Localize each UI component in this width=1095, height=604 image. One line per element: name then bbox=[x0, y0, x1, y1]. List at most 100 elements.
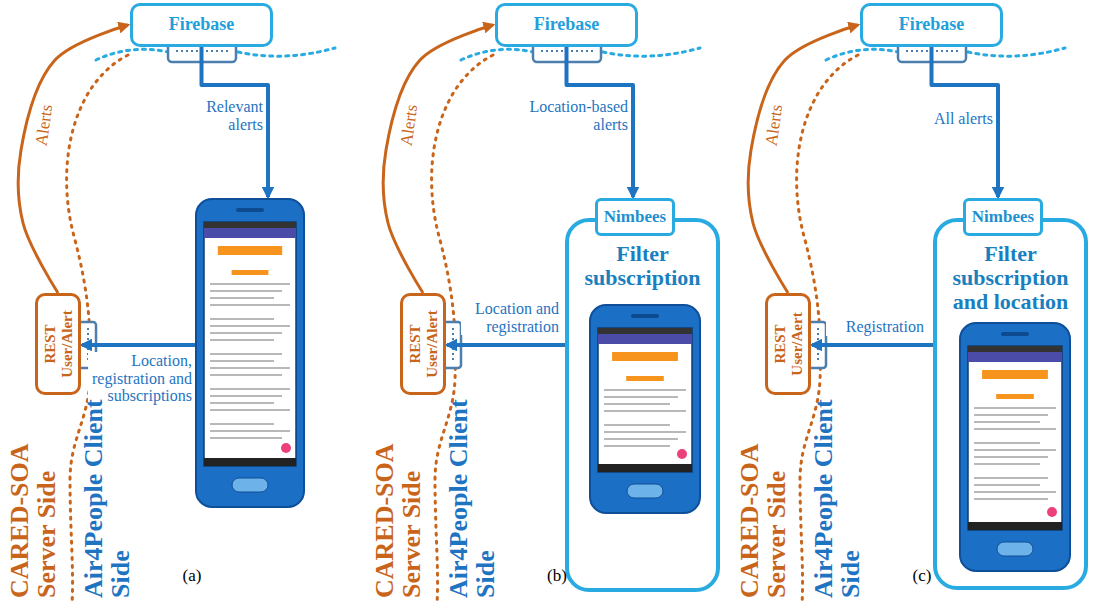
phone-screen bbox=[968, 346, 1062, 530]
data-flow-arrow bbox=[812, 343, 933, 347]
server-side-label: CARED-SOA Server Side bbox=[6, 392, 61, 598]
text-line bbox=[210, 283, 290, 285]
text-line bbox=[210, 374, 282, 376]
alert-banner bbox=[612, 352, 678, 361]
text-line bbox=[210, 353, 282, 355]
text-line bbox=[604, 438, 678, 440]
client-side-label: Air4People Client Side bbox=[810, 392, 865, 598]
text-line bbox=[210, 430, 290, 432]
cloud-boundary bbox=[968, 48, 1065, 56]
cloud-boundary bbox=[96, 49, 168, 60]
text-line bbox=[210, 437, 282, 439]
text-line bbox=[604, 431, 686, 433]
client-container-box: NimbeesFilter subscription and location bbox=[933, 218, 1088, 590]
home-button bbox=[232, 478, 268, 492]
text-line bbox=[210, 367, 290, 369]
phone-device bbox=[589, 304, 701, 514]
phone-device bbox=[959, 322, 1071, 572]
flow-label: All alerts bbox=[915, 110, 995, 128]
action-button bbox=[1047, 507, 1057, 517]
action-button bbox=[677, 449, 687, 459]
text-line bbox=[210, 304, 290, 306]
client-side-label: Air4People Client Side bbox=[80, 392, 135, 598]
node-label: Filter subscription and location bbox=[937, 242, 1084, 315]
text-line bbox=[974, 449, 1056, 451]
text-line bbox=[974, 456, 1048, 458]
nav-bar bbox=[204, 458, 296, 466]
text-line bbox=[974, 414, 1048, 416]
cloud-boundary bbox=[238, 48, 335, 56]
node-label: Filter subscription bbox=[569, 242, 716, 290]
cloud-boundary bbox=[603, 48, 700, 56]
phone-speaker bbox=[236, 208, 264, 212]
alert-banner bbox=[626, 376, 664, 381]
node-label: REST User/Alert bbox=[407, 298, 440, 390]
node-label: REST User/Aert bbox=[772, 298, 805, 390]
phone-drawing bbox=[589, 304, 701, 514]
client-container-box: NimbeesFilter subscription bbox=[565, 218, 720, 592]
app-bar bbox=[204, 228, 296, 238]
phone-drawing bbox=[959, 322, 1071, 572]
phone-screen bbox=[598, 328, 692, 472]
phone-body bbox=[960, 323, 1070, 571]
text-line bbox=[604, 410, 686, 412]
text-line bbox=[604, 396, 678, 398]
alert-banner bbox=[218, 246, 282, 255]
nav-bar bbox=[968, 522, 1062, 530]
panel-art bbox=[67, 38, 335, 604]
flow-label: Location-based alerts bbox=[515, 98, 630, 133]
data-flow-arrow bbox=[447, 343, 565, 347]
text-line bbox=[604, 403, 670, 405]
client-side-label: Air4People Client Side bbox=[445, 392, 500, 598]
phone-speaker bbox=[1001, 332, 1029, 336]
text-line bbox=[210, 423, 274, 425]
text-line bbox=[210, 402, 274, 404]
home-button bbox=[627, 484, 663, 498]
status-bar bbox=[204, 222, 296, 228]
phone-body bbox=[590, 305, 700, 513]
rest-service-box: REST User/Alert bbox=[35, 293, 81, 395]
phone-body bbox=[196, 199, 304, 507]
text-line bbox=[974, 484, 1040, 486]
text-line bbox=[210, 409, 290, 411]
phone-drawing bbox=[195, 198, 305, 508]
phone-speaker bbox=[631, 314, 659, 318]
nimbees-box: Nimbees bbox=[595, 198, 675, 236]
alert-banner bbox=[982, 370, 1048, 379]
firebase-box: Firebase bbox=[495, 3, 638, 47]
node-label: Firebase bbox=[899, 15, 965, 35]
flow-label: Alerts bbox=[398, 101, 423, 149]
text-line bbox=[604, 424, 670, 426]
flow-label: Registration bbox=[826, 318, 926, 336]
cloud-boundary bbox=[826, 49, 898, 60]
rest-service-box: REST User/Aert bbox=[765, 293, 811, 395]
text-line bbox=[210, 395, 282, 397]
action-button bbox=[281, 443, 291, 453]
nav-bar bbox=[598, 464, 692, 472]
status-bar bbox=[968, 346, 1062, 352]
text-line bbox=[974, 421, 1040, 423]
flow-label: Alerts bbox=[33, 101, 58, 149]
app-bar bbox=[598, 334, 692, 344]
panel-art bbox=[67, 38, 1065, 604]
flow-label: Relevant alerts bbox=[185, 98, 265, 133]
text-line bbox=[210, 290, 282, 292]
text-line bbox=[974, 491, 1056, 493]
status-bar bbox=[598, 328, 692, 334]
alert-banner bbox=[996, 394, 1034, 399]
text-line bbox=[210, 360, 274, 362]
text-line bbox=[210, 297, 274, 299]
flow-label: Alerts bbox=[763, 101, 788, 149]
text-line bbox=[974, 428, 1056, 430]
text-line bbox=[210, 332, 282, 334]
firebase-box: Firebase bbox=[130, 3, 273, 47]
nimbees-box: Nimbees bbox=[963, 198, 1043, 236]
flow-label: Location, registration and subscriptions bbox=[88, 352, 194, 405]
server-side-label: CARED-SOA Server Side bbox=[371, 392, 426, 598]
app-bar bbox=[968, 352, 1062, 362]
node-label: REST User/Alert bbox=[42, 298, 75, 390]
node-label: Firebase bbox=[169, 15, 235, 35]
firebase-box: Firebase bbox=[860, 3, 1003, 47]
text-line bbox=[604, 445, 670, 447]
